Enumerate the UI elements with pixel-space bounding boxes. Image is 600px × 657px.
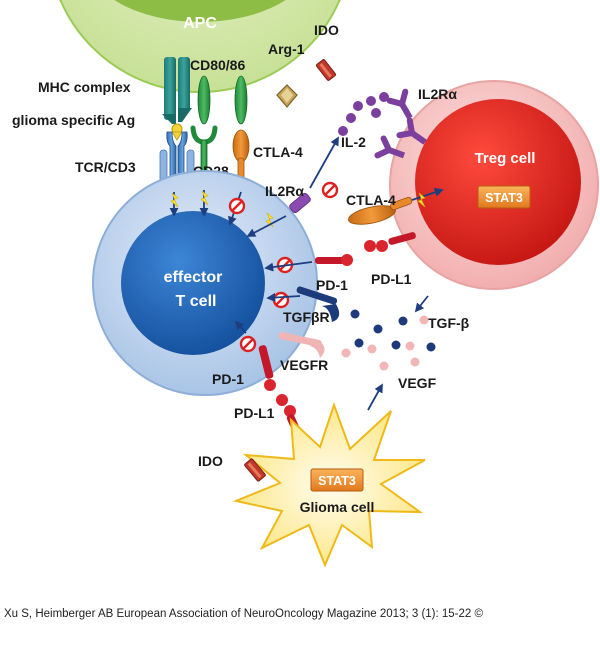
- tgfb-molecules: [350, 309, 436, 352]
- tgfbr-inhibit-icon: [272, 291, 290, 309]
- il2ra-treg-label: IL2Rα: [418, 86, 457, 102]
- il2ra-treg-receptors: [374, 88, 427, 159]
- apc-label: APC: [183, 15, 217, 32]
- il2ra-mid-icon: [289, 181, 339, 214]
- ido-top-icon: [316, 59, 336, 81]
- pdl1-low-label: PD-L1: [234, 405, 275, 421]
- arg1-label: Arg-1: [268, 41, 305, 57]
- glioma-antigen-label: glioma specific Ag: [12, 112, 135, 128]
- glioma-cell: STAT3 Glioma cell: [232, 401, 426, 568]
- svg-text:STAT3: STAT3: [485, 191, 523, 205]
- glioma-label: Glioma cell: [300, 499, 375, 515]
- il2ra-signal-arrow: [246, 215, 287, 237]
- pd1-mid-label: PD-1: [316, 277, 348, 293]
- ctla4-treg-arrow: [411, 188, 444, 201]
- tgfbr-icon: [296, 286, 340, 322]
- il2-arrow: [309, 136, 339, 189]
- pdl1-treg-label: PD-L1: [371, 271, 412, 287]
- pd1-glioma-inhibit-icon: [239, 335, 257, 353]
- pd1-pdl1-treg-pair: [315, 232, 416, 266]
- il2-molecules: [338, 92, 389, 136]
- arg1-icon: [276, 84, 298, 108]
- stat3-glioma-box: STAT3: [310, 468, 364, 492]
- glioma-antigen-icon: [171, 123, 183, 141]
- effector-label-2: T cell: [176, 293, 217, 310]
- treg-cell: Treg cell STAT3: [389, 80, 599, 290]
- vegfr-label: VEGFR: [280, 357, 328, 373]
- tcr-cd3-label: TCR/CD3: [75, 159, 136, 175]
- ido-low-label: IDO: [198, 453, 223, 469]
- figure-caption: Xu S, Heimberger AB European Association…: [4, 608, 483, 620]
- vegfr-icon: [278, 332, 325, 358]
- il2-label: IL-2: [341, 134, 366, 150]
- ctla4-inhibit-icon: [228, 197, 246, 215]
- effector-t-cell: effector T cell: [92, 170, 318, 396]
- ido-top-label: IDO: [314, 22, 339, 38]
- apc-cell: APC: [59, 0, 341, 93]
- ctla4-left-label: CTLA-4: [253, 144, 303, 160]
- tgfbr-label: TGFβR: [283, 309, 330, 325]
- svg-text:STAT3: STAT3: [318, 474, 356, 488]
- il2ra-mid-label: IL2Rα: [265, 183, 304, 199]
- ctla4-treg-icon: [348, 196, 413, 225]
- mhc-complex-icon: [162, 57, 192, 124]
- stat3-treg-box: STAT3: [477, 185, 531, 209]
- ido-low-icon: [244, 458, 266, 482]
- effector-label-1: effector: [164, 269, 223, 286]
- mhc-complex-label: MHC complex: [38, 79, 131, 95]
- treg-label: Treg cell: [475, 150, 536, 167]
- cd80-86-label: CD80/86: [190, 57, 245, 73]
- ctla4-treg-label: CTLA-4: [346, 192, 396, 208]
- cd80-86-icon: [197, 75, 248, 125]
- pd1-low-label: PD-1: [212, 371, 244, 387]
- vegf-molecules: [341, 315, 429, 371]
- vegf-label: VEGF: [398, 375, 437, 391]
- tgfb-label: TGF-β: [428, 315, 470, 331]
